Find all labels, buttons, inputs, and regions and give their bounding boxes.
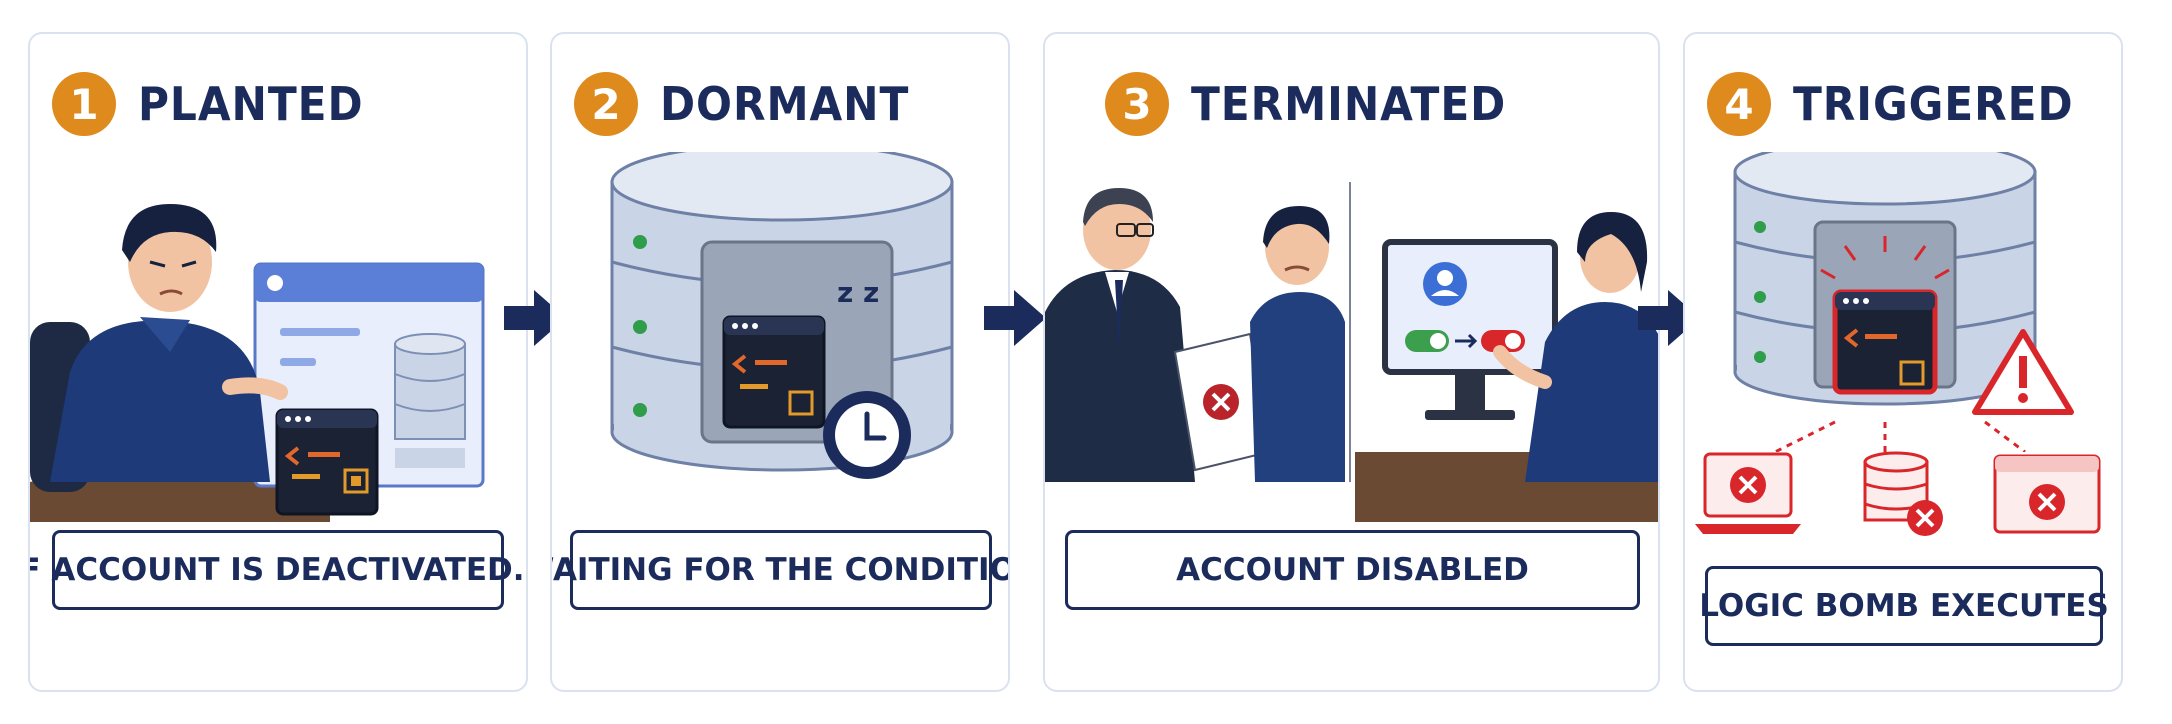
step-number-badge: 3	[1105, 72, 1169, 136]
clock-icon	[823, 391, 911, 479]
planted-illustration	[30, 204, 485, 522]
database-icon	[394, 333, 466, 468]
step-terminated-panel: 3 TERMINATED	[1043, 32, 1660, 692]
dormant-illustration: z z	[610, 152, 954, 479]
exploding-code-icon	[1832, 289, 1938, 395]
step-caption: WAITING FOR THE CONDITION	[552, 530, 1008, 610]
toggle-switch-icon	[1405, 330, 1525, 352]
terminated-illustration	[1045, 182, 1658, 522]
warning-triangle-icon	[1972, 329, 2074, 415]
arrow-right-icon	[504, 290, 566, 346]
manager-person-icon	[1045, 188, 1195, 482]
arrow-right-icon	[1638, 290, 1700, 346]
employee-person-icon	[1250, 206, 1345, 482]
step-caption: ACCOUNT DISABLED	[1065, 530, 1640, 610]
dormant-code-icon	[722, 315, 826, 429]
step-title: TERMINATED	[1191, 77, 1507, 131]
app-window-icon	[253, 262, 485, 488]
step-planted-panel: 1 PLANTED	[28, 32, 528, 692]
broken-app-window-icon	[1993, 454, 2101, 534]
step-number-badge: 1	[52, 72, 116, 136]
broken-database-icon	[1863, 451, 1943, 536]
step-header: 4 TRIGGERED	[1707, 72, 2098, 136]
damaged-systems-illustration	[1695, 451, 2101, 536]
malicious-code-icon	[275, 408, 379, 516]
triggered-illustration	[1733, 152, 2074, 452]
step-number-badge: 4	[1707, 72, 1771, 136]
sleep-zzz-icon: z z	[837, 276, 879, 309]
step-title: PLANTED	[138, 77, 364, 131]
step-number-badge: 2	[574, 72, 638, 136]
step-triggered-panel: 4 TRIGGERED	[1683, 32, 2123, 692]
step-title: TRIGGERED	[1793, 77, 2074, 131]
step-caption: LOGIC BOMB EXECUTES	[1699, 566, 2109, 646]
step-caption: IF ACCOUNT IS DEACTIVATED...	[30, 530, 526, 610]
arrow-right-icon	[984, 290, 1046, 346]
monitor-icon	[1382, 239, 1558, 420]
termination-notice-icon	[1173, 332, 1271, 472]
step-dormant-panel: 2 DORMANT z z WAIT	[550, 32, 1010, 692]
step-header: 2 DORMANT	[574, 72, 931, 136]
admin-person-icon	[1493, 212, 1658, 482]
step-header: 1 PLANTED	[52, 72, 383, 136]
broken-laptop-icon	[1695, 452, 1801, 534]
developer-person-icon	[50, 204, 288, 482]
step-title: DORMANT	[660, 77, 910, 131]
step-header: 3 TERMINATED	[1105, 72, 1534, 136]
burst-lines-icon	[1820, 236, 1950, 280]
